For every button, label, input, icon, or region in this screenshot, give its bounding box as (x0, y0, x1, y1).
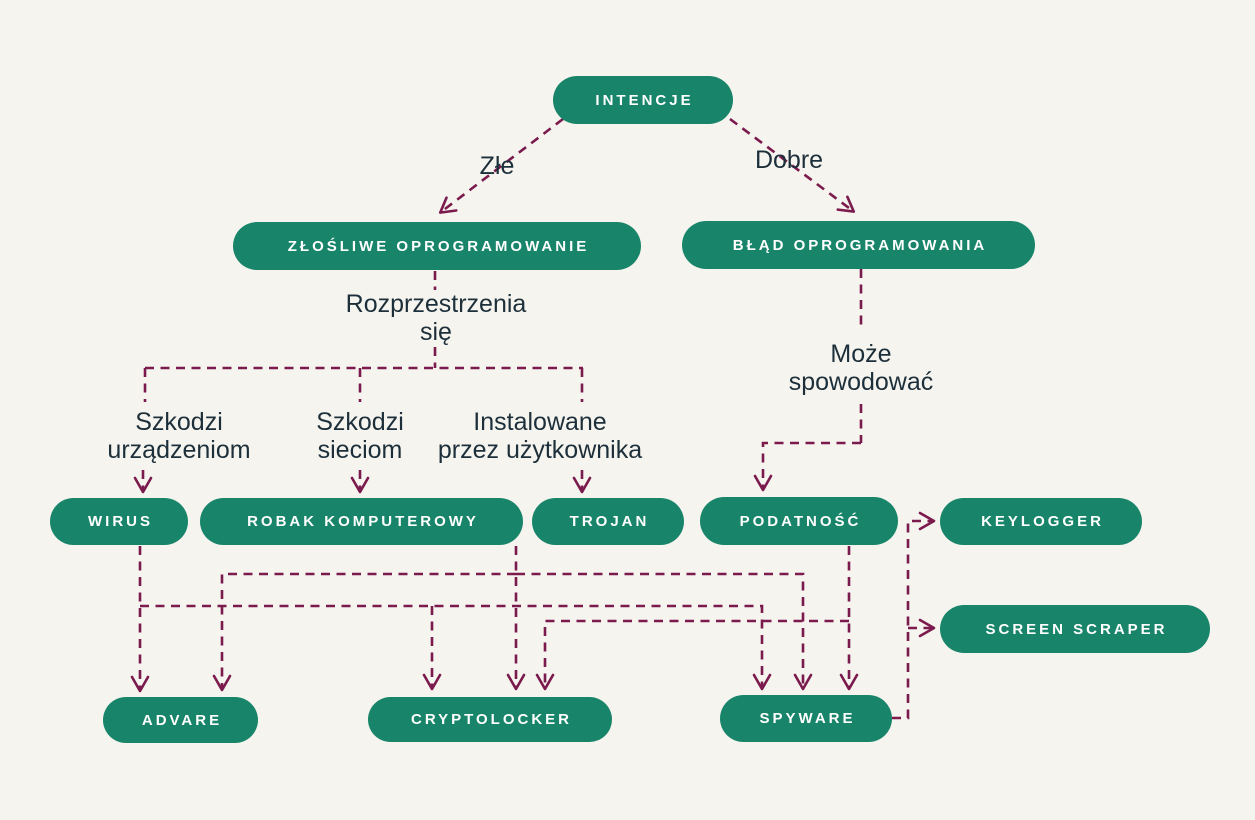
edge-label-rozprzestrzenia-sie: Rozprzestrzenia się (345, 290, 527, 346)
edge-robak-spyware (516, 572, 813, 691)
node-cryptolocker: CRYPTOLOCKER (368, 697, 612, 742)
edge-podatnosc-cryptolocker (535, 619, 849, 691)
edge-label-instalowane: Instalowane przez użytkownika (437, 408, 643, 464)
edge-label-szkodzi-sieciom: Szkodzi sieciom (316, 408, 404, 464)
edge-robak-advare (212, 572, 516, 692)
edge-spyware-keylogger (892, 511, 936, 720)
node-zlosliwe-oprogramowanie: ZŁOŚLIWE OPROGRAMOWANIE (233, 222, 641, 270)
edge-intencje-blad (729, 117, 856, 213)
node-robak-komputerowy: ROBAK KOMPUTEROWY (200, 498, 523, 545)
node-screen-scraper: SCREEN SCRAPER (940, 605, 1210, 653)
edge-intencje-zlosliwe (438, 117, 564, 214)
edge-label-dobre: Dobre (754, 146, 824, 174)
edge-label-szkodzi-urzadzeniom: Szkodzi urządzeniom (107, 408, 251, 464)
edge-moze-elbow (753, 441, 861, 492)
node-spyware: SPYWARE (720, 695, 892, 742)
edge-label-zle: Złe (479, 152, 515, 180)
node-intencje: INTENCJE (553, 76, 733, 124)
node-advare: ADVARE (103, 697, 258, 743)
node-wirus: WIRUS (50, 498, 188, 545)
node-keylogger: KEYLOGGER (940, 498, 1142, 545)
node-podatnosc: PODATNOŚĆ (700, 497, 898, 545)
edge-label-moze-spowodowac: Może spowodować (788, 340, 934, 396)
node-trojan: TROJAN (532, 498, 684, 545)
edge-wirus-bar-spyware (140, 604, 772, 691)
node-blad-oprogramowania: BŁĄD OPROGRAMOWANIA (682, 221, 1035, 269)
